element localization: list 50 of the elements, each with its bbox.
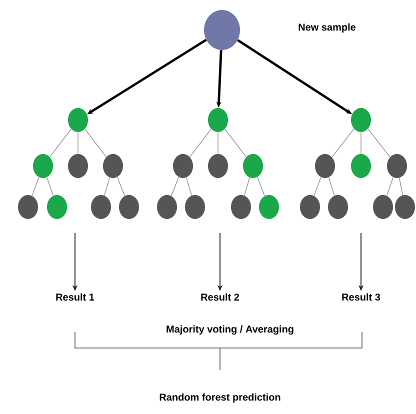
result-label: Result 2 — [201, 293, 240, 301]
tree-node — [18, 195, 38, 219]
tree-node — [119, 195, 139, 219]
tree-branch — [170, 176, 180, 196]
tree-node — [33, 154, 53, 178]
tree-branch — [186, 177, 192, 196]
caption-text: Random forest prediction — [160, 393, 280, 403]
tree-branch — [256, 176, 266, 196]
tree-node — [243, 154, 263, 178]
tree-node — [91, 195, 111, 219]
tree-node — [351, 108, 371, 132]
tree-branch — [46, 176, 54, 196]
caption-text: New sample — [298, 23, 356, 33]
tree-node — [351, 154, 371, 178]
tree-branch — [368, 128, 390, 158]
tree-node — [328, 195, 348, 219]
tree-branch — [332, 128, 354, 158]
tree-branch — [328, 177, 335, 196]
tree-node — [259, 195, 279, 219]
tree-node — [185, 195, 205, 219]
tree-node — [157, 195, 177, 219]
tree-node — [208, 154, 228, 178]
tree-node — [387, 154, 407, 178]
tree-node — [373, 195, 393, 219]
tree-node — [395, 195, 415, 219]
tree-branch — [386, 176, 394, 196]
tree-branch — [190, 128, 212, 158]
result-label: Result 1 — [56, 293, 94, 301]
tree-branch — [398, 178, 404, 196]
tree-branch — [84, 128, 106, 158]
tree-node — [68, 108, 88, 132]
sample-node — [204, 10, 240, 50]
tree-node — [103, 154, 123, 178]
tree-node — [300, 195, 320, 219]
tree-node — [315, 154, 335, 178]
tree-branch — [116, 176, 126, 196]
tree-node — [231, 195, 251, 219]
tree-branch — [360, 132, 362, 154]
tree-node — [47, 195, 67, 219]
tree-node — [208, 108, 228, 132]
tree-node — [173, 154, 193, 178]
tree-branch — [244, 177, 250, 196]
tree-branch — [224, 128, 246, 158]
tree-node — [68, 154, 88, 178]
tree-branch — [50, 128, 72, 158]
tree-branch — [32, 176, 40, 196]
caption-text: Majority voting / Averaging — [166, 325, 294, 335]
result-label: Result 3 — [342, 293, 380, 301]
tree-branch — [104, 177, 110, 196]
tree-branch — [314, 176, 322, 196]
